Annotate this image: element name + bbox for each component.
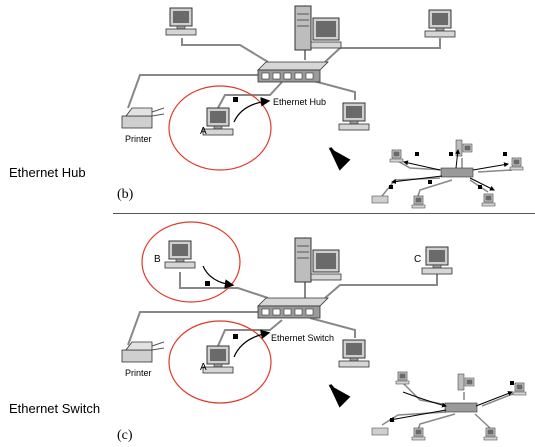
arrow-icon bbox=[233, 97, 271, 123]
arrow-icon bbox=[233, 329, 271, 358]
printer-label: Printer bbox=[125, 134, 152, 144]
sender-circle bbox=[168, 85, 272, 171]
switch-icon bbox=[257, 297, 329, 319]
computer-icon bbox=[338, 339, 370, 368]
arrow-icon bbox=[328, 147, 351, 171]
server-tower-icon bbox=[294, 237, 342, 283]
hub-label: Ethernet Hub bbox=[273, 97, 326, 107]
sender-circle bbox=[168, 320, 272, 404]
node-a-label: A bbox=[200, 126, 207, 137]
node-b-label: B bbox=[154, 254, 161, 265]
receiver-circle bbox=[141, 221, 241, 303]
server-tower-icon bbox=[294, 5, 342, 51]
printer-icon bbox=[121, 107, 165, 129]
switch-label: Ethernet Switch bbox=[271, 333, 334, 343]
panel-divider bbox=[113, 213, 535, 214]
packet-icon bbox=[205, 281, 210, 286]
arrow-icon bbox=[328, 384, 351, 408]
switch-unicast-inset bbox=[371, 371, 527, 441]
panel-c-label: (c) bbox=[117, 428, 133, 443]
computer-icon bbox=[421, 246, 453, 275]
packet-icon bbox=[233, 334, 238, 339]
switch-network: Printer Ethernet Switch A B C bbox=[121, 221, 527, 441]
hub-broadcast-inset bbox=[371, 139, 524, 209]
computer-icon bbox=[164, 240, 196, 269]
computer-icon bbox=[202, 107, 234, 136]
computer-icon bbox=[165, 7, 197, 36]
hub-network: Printer Ethernet Hub A bbox=[121, 5, 524, 209]
printer-label: Printer bbox=[125, 368, 152, 378]
panel-b-label: (b) bbox=[117, 187, 134, 202]
node-a-label: A bbox=[200, 362, 207, 373]
hub-icon bbox=[257, 61, 329, 83]
ethernet-switch-caption: Ethernet Switch bbox=[9, 401, 101, 416]
node-c-label: C bbox=[414, 254, 421, 265]
computer-icon bbox=[424, 9, 456, 38]
cables bbox=[127, 38, 441, 109]
arrow-icon bbox=[202, 265, 235, 289]
ethernet-hub-caption: Ethernet Hub bbox=[9, 165, 86, 180]
packet-icon bbox=[233, 97, 238, 102]
computer-icon bbox=[338, 102, 370, 131]
computer-icon bbox=[202, 345, 234, 374]
